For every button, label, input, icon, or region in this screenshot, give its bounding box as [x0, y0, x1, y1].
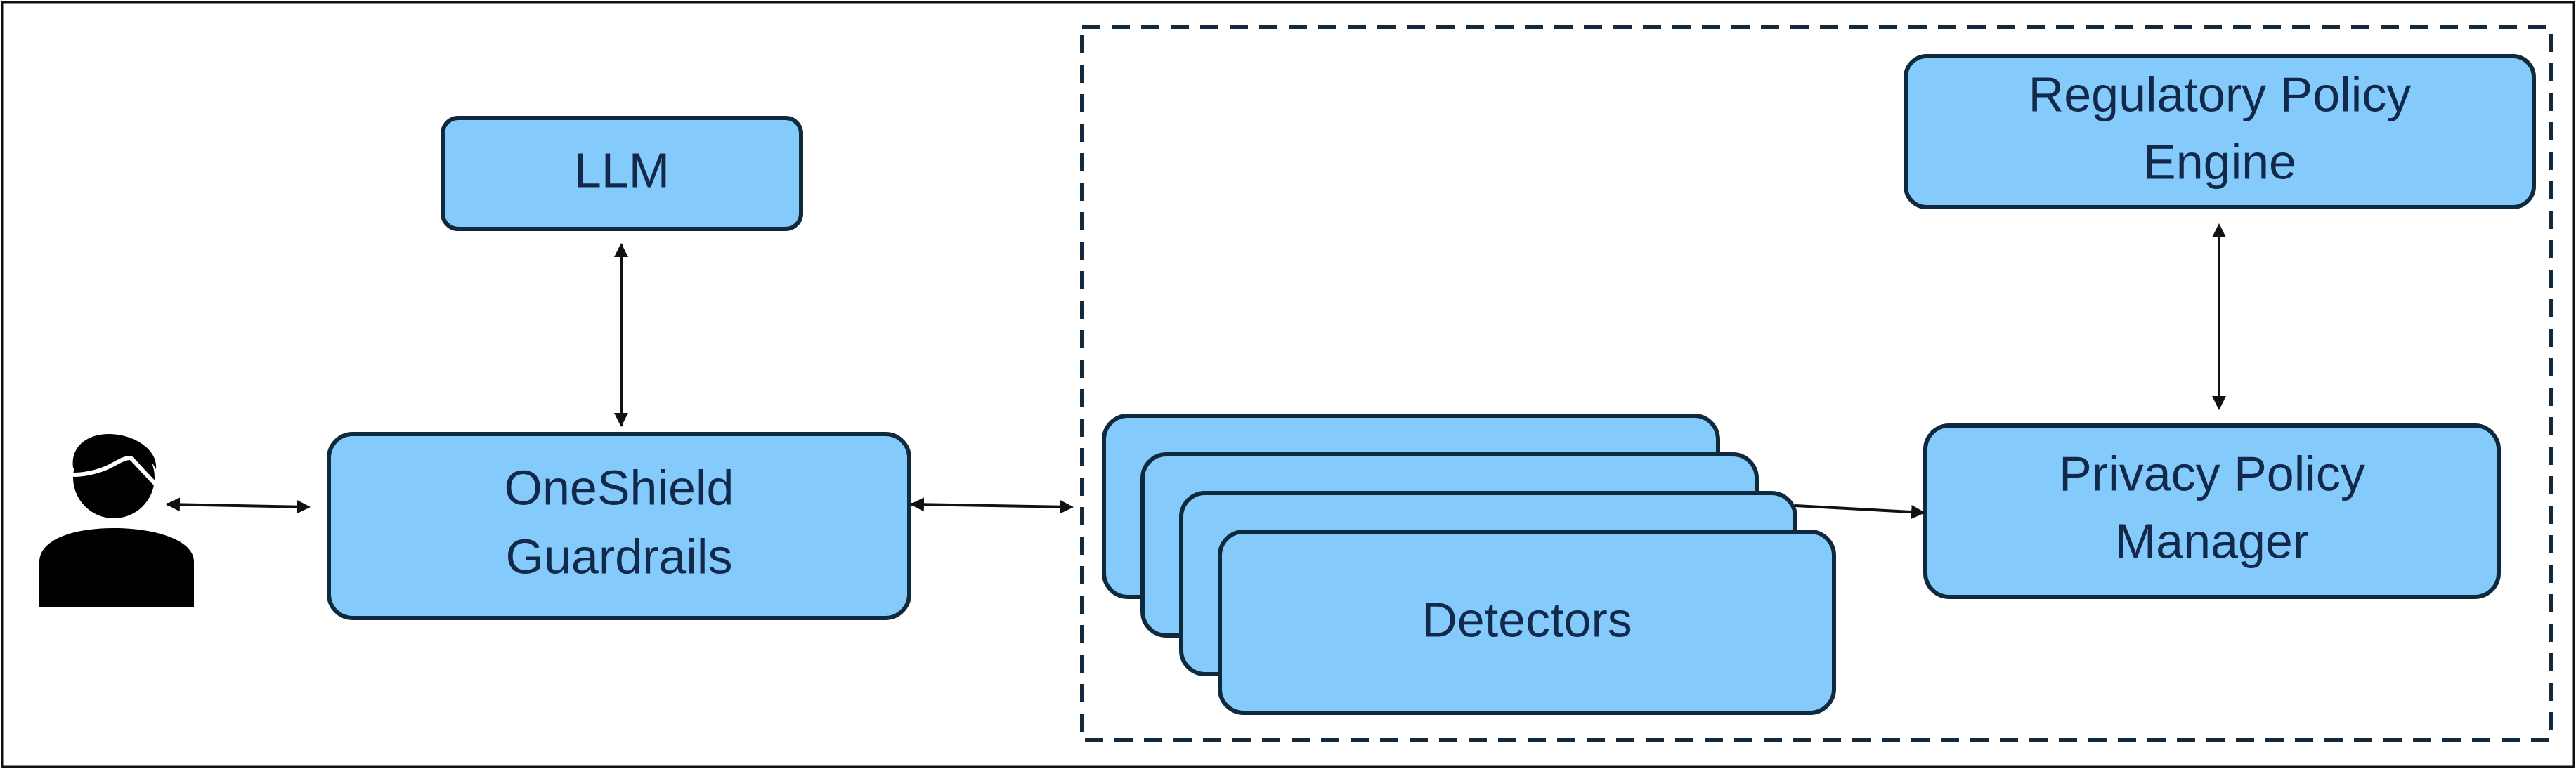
- regulatory-label-line1: Regulatory Policy: [2029, 67, 2412, 121]
- privacy-label-line1: Privacy Policy: [2059, 446, 2365, 501]
- detectors-label: Detectors: [1422, 592, 1632, 647]
- detectors-box: [1218, 530, 1836, 715]
- regulatory-policy-engine-box: [1904, 54, 2536, 209]
- oneshield-label-line1: OneShield: [505, 460, 734, 515]
- privacy-label-line2: Manager: [2115, 513, 2309, 568]
- llm-box: [441, 116, 803, 231]
- user-icon: [39, 434, 194, 607]
- oneshield-label-line2: Guardrails: [506, 529, 733, 584]
- oneshield-box: [327, 432, 911, 620]
- arrow-detectors-privacy: [1795, 504, 1925, 520]
- arrow-oneshield-detectors: [910, 497, 1074, 514]
- llm-label: LLM: [574, 143, 670, 197]
- arrow-user-oneshield: [166, 497, 311, 514]
- regulatory-label-line2: Engine: [2143, 134, 2296, 189]
- privacy-policy-manager-box: [1923, 423, 2501, 599]
